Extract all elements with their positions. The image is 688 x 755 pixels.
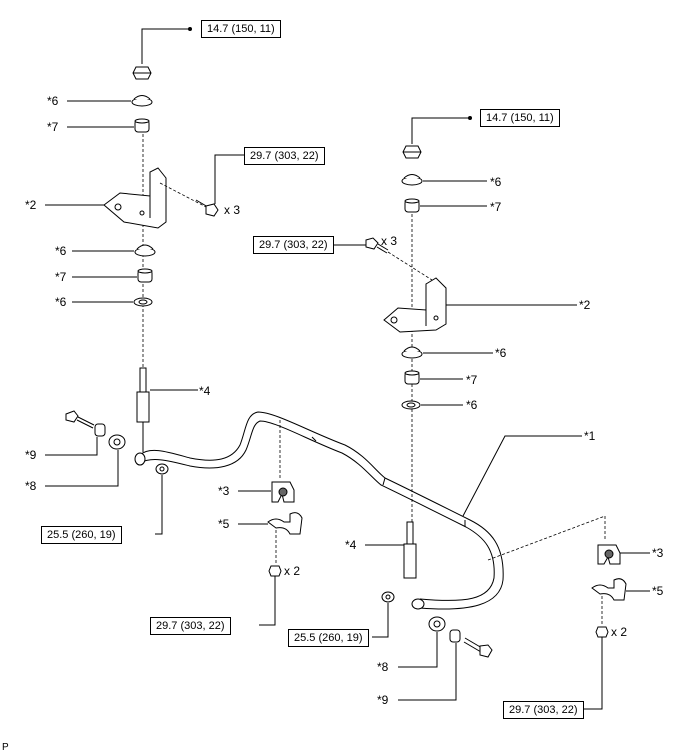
label-8a: *8 xyxy=(25,479,37,493)
bushing-3-left xyxy=(271,481,295,503)
bullet-dot-2 xyxy=(468,116,472,120)
label-1: *1 xyxy=(584,429,596,443)
leader-8a xyxy=(45,450,119,487)
torque-spec-2: 29.7 (303, 22) xyxy=(244,147,325,165)
label-7a: *7 xyxy=(47,120,59,134)
collar-7-left-a xyxy=(134,118,150,133)
label-7b: *7 xyxy=(55,270,67,284)
bolt-right-x3 xyxy=(365,237,389,254)
label-7e: *7 xyxy=(466,373,478,387)
label-6a: *6 xyxy=(47,94,59,108)
label-6e: *6 xyxy=(495,346,507,360)
label-4a: *4 xyxy=(199,384,211,398)
centerline-3b xyxy=(487,515,606,561)
leader-1 xyxy=(462,435,582,517)
leader-torque-5 xyxy=(155,475,163,535)
label-5b: *5 xyxy=(652,584,664,598)
nut-left-lower xyxy=(155,463,169,475)
link-4-right xyxy=(403,521,417,579)
label-6b: *6 xyxy=(55,244,67,258)
bracket-2-right xyxy=(383,277,447,333)
torque-spec-5: 25.5 (260, 19) xyxy=(41,526,122,544)
cushion-6-right-a xyxy=(401,174,423,186)
leader-torque-6 xyxy=(259,590,276,626)
collar-9-left xyxy=(94,423,106,437)
bullet-dot-1 xyxy=(188,27,192,31)
label-8b: *8 xyxy=(377,660,389,674)
bushing-8-right xyxy=(428,616,446,632)
stabilizer-bar-1 xyxy=(134,411,504,610)
label-4b: *4 xyxy=(345,538,357,552)
collar-9-right xyxy=(449,629,461,643)
label-6d: *6 xyxy=(490,175,502,189)
leader-torque-8 xyxy=(580,650,603,710)
label-3a: *3 xyxy=(218,484,230,498)
bracket-5-right xyxy=(591,578,627,601)
bolt-axis-right xyxy=(387,251,433,281)
collar-7-left-b xyxy=(137,268,153,283)
torque-spec-4: 29.7 (303, 22) xyxy=(253,236,334,254)
label-5a: *5 xyxy=(218,517,230,531)
torque-spec-8: 29.7 (303, 22) xyxy=(503,701,584,719)
label-3b: *3 xyxy=(652,546,664,560)
bolt-9-right-bolt xyxy=(463,637,493,658)
leader-9b xyxy=(398,643,457,701)
bracket-5-left xyxy=(267,512,303,535)
bushing-3-right xyxy=(597,544,621,565)
leader-8b xyxy=(398,632,438,668)
torque-spec-7: 25.5 (260, 19) xyxy=(288,629,369,647)
torque-spec-3: 14.7 (150, 11) xyxy=(480,109,560,127)
quantity-bolt-right-x3: x 3 xyxy=(381,234,398,248)
bolt-right-x2 xyxy=(595,626,609,650)
leader-torque-3 xyxy=(411,117,470,144)
nut-right-lower xyxy=(381,591,395,603)
bolt-9-left xyxy=(65,410,95,429)
leader-torque-2 xyxy=(214,154,244,204)
label-6f: *6 xyxy=(466,398,478,412)
bracket-2-left xyxy=(103,167,167,229)
label-2b: *2 xyxy=(579,298,591,312)
leader-torque-1 xyxy=(141,28,190,64)
cushion-6-left-a xyxy=(131,95,153,107)
nut-left-upper xyxy=(132,66,152,80)
collar-7-right-b xyxy=(404,370,420,385)
cushion-6-right-c xyxy=(401,400,421,410)
quantity-bolt-right-x2: x 2 xyxy=(611,625,628,639)
torque-spec-6: 29.7 (303, 22) xyxy=(150,617,231,635)
quantity-bolt-left-x2: x 2 xyxy=(284,564,301,578)
footer-code: P xyxy=(2,742,9,753)
label-9b: *9 xyxy=(377,693,389,707)
cushion-6-left-b xyxy=(134,244,156,257)
label-2a: *2 xyxy=(25,198,37,212)
leader-torque-7 xyxy=(372,603,389,638)
cushion-6-left-c xyxy=(133,297,153,307)
nut-right-upper xyxy=(402,145,422,159)
bushing-8-left xyxy=(108,434,126,450)
link-4-left xyxy=(136,367,150,452)
bolt-left-x2 xyxy=(268,565,282,590)
quantity-bolt-left-x3: x 3 xyxy=(224,203,241,217)
leader-9a xyxy=(45,437,98,456)
label-7d: *7 xyxy=(490,200,502,214)
torque-spec-1: 14.7 (150, 11) xyxy=(201,20,281,38)
bolt-left-x3 xyxy=(195,199,219,217)
label-6c: *6 xyxy=(55,295,67,309)
collar-7-right-a xyxy=(404,198,420,213)
cushion-6-right-b xyxy=(401,346,423,359)
label-9a: *9 xyxy=(25,448,37,462)
bolt-axis-left xyxy=(159,182,209,209)
